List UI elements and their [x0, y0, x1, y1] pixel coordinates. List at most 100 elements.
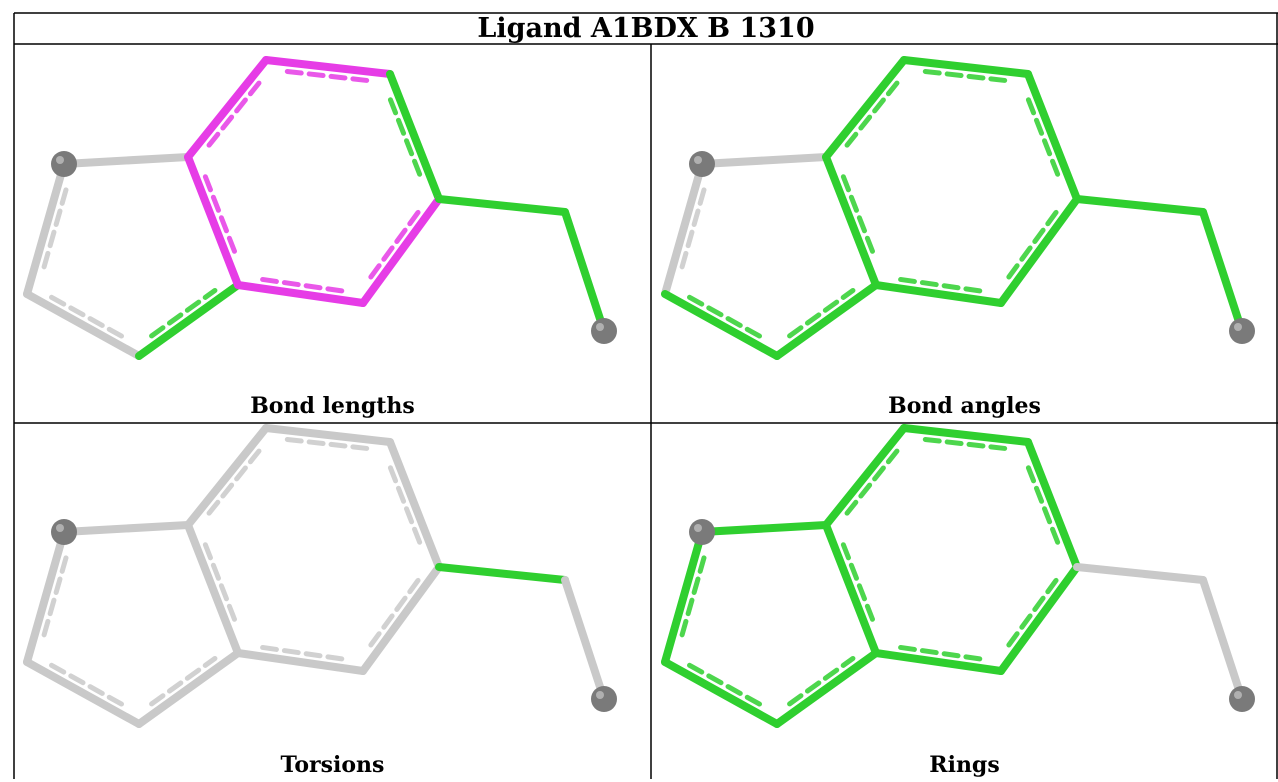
bond-b3-b4 [1024, 438, 1081, 571]
aromatic-dash [259, 644, 345, 662]
aromatic-dash [39, 555, 69, 644]
atom-sphere [689, 151, 715, 177]
bond-b5-b1 [234, 281, 367, 307]
bond-b2-b3 [900, 424, 1032, 446]
bond-a2-b1 [822, 153, 880, 289]
aromatic-dash [844, 80, 900, 148]
atom-highlight [56, 156, 64, 164]
aromatic-dash [677, 555, 707, 644]
aromatic-dash [49, 294, 126, 340]
bond-b2-b3 [262, 424, 394, 446]
bond-b4-c1 [1073, 195, 1207, 216]
atom-sphere [1229, 318, 1255, 344]
bond-b4-b5 [997, 195, 1081, 307]
aromatic-dash [202, 174, 240, 262]
bond-a2-b1 [184, 521, 242, 657]
bond-c1-c2 [561, 208, 608, 335]
bond-a1-a2 [698, 521, 830, 536]
bond-a3-a4 [661, 290, 781, 360]
atom-highlight [596, 691, 604, 699]
molecule-bond-lengths [23, 56, 617, 360]
atom-highlight [694, 156, 702, 164]
aromatic-dash [366, 577, 421, 650]
caption-rings: Rings [929, 752, 1000, 778]
bond-b3-b4 [386, 70, 443, 203]
bond-c1-c2 [561, 576, 608, 703]
caption-bond-lengths: Bond lengths [250, 393, 415, 419]
aromatic-dash [922, 436, 1008, 451]
atom-sphere [591, 686, 617, 712]
atom-highlight [56, 524, 64, 532]
atom-sphere [591, 318, 617, 344]
bond-b4-b5 [359, 563, 443, 675]
atom-highlight [596, 323, 604, 331]
caption-bond-angles: Bond angles [888, 393, 1041, 419]
aromatic-dash [284, 436, 370, 451]
aromatic-dash [840, 174, 878, 262]
atom-highlight [1234, 323, 1242, 331]
bond-b4-c1 [1073, 563, 1207, 584]
bond-a2-b2 [822, 424, 908, 529]
aromatic-dash [206, 448, 262, 516]
atom-sphere [689, 519, 715, 545]
bond-a2-b2 [184, 56, 270, 161]
bond-a2-b2 [184, 424, 270, 529]
aromatic-dash [687, 662, 764, 708]
aromatic-dash [897, 276, 983, 294]
bond-a2-b2 [822, 56, 908, 161]
bond-b4-b5 [997, 563, 1081, 675]
aromatic-dash [1025, 465, 1063, 551]
aromatic-dash [840, 542, 878, 630]
bond-b2-b3 [262, 56, 394, 78]
aromatic-dash [387, 465, 425, 551]
bond-c1-c2 [1199, 576, 1246, 703]
bond-a4-b1 [773, 649, 880, 728]
atom-highlight [694, 524, 702, 532]
aromatic-dash [149, 287, 218, 339]
bond-a1-a2 [60, 521, 192, 536]
bond-b5-b1 [872, 281, 1005, 307]
aromatic-dash [387, 97, 425, 183]
atom-sphere [51, 151, 77, 177]
aromatic-dash [1025, 97, 1063, 183]
bond-b4-c1 [435, 563, 569, 584]
bond-a2-b1 [822, 521, 880, 657]
molecule-torsions [23, 424, 617, 728]
molecule-rings [661, 424, 1255, 728]
bond-a1-a3 [23, 528, 68, 666]
atom-highlight [1234, 691, 1242, 699]
bond-a1-a3 [23, 160, 68, 298]
aromatic-dash [922, 68, 1008, 83]
bond-a4-b1 [135, 649, 242, 728]
aromatic-dash [1004, 577, 1059, 650]
aromatic-dash [49, 662, 126, 708]
aromatic-dash [787, 287, 856, 339]
bond-a4-b1 [135, 281, 242, 360]
atom-sphere [1229, 686, 1255, 712]
aromatic-dash [897, 644, 983, 662]
bond-a3-a4 [23, 658, 143, 728]
aromatic-dash [259, 276, 345, 294]
bond-b3-b4 [386, 438, 443, 571]
aromatic-dash [284, 68, 370, 83]
bond-a4-b1 [773, 281, 880, 360]
aromatic-dash [1004, 209, 1059, 282]
bond-a1-a3 [661, 528, 706, 666]
ligand-title: Ligand A1BDX B 1310 [477, 13, 815, 44]
bond-a1-a3 [661, 160, 706, 298]
aromatic-dash [149, 655, 218, 707]
aromatic-dash [39, 187, 69, 276]
caption-torsions: Torsions [280, 752, 385, 778]
aromatic-dash [787, 655, 856, 707]
bond-a3-a4 [23, 290, 143, 360]
aromatic-dash [687, 294, 764, 340]
bond-b4-c1 [435, 195, 569, 216]
aromatic-dash [366, 209, 421, 282]
bond-a3-a4 [661, 658, 781, 728]
aromatic-dash [202, 542, 240, 630]
bond-a1-a2 [60, 153, 192, 168]
bond-a2-b1 [184, 153, 242, 289]
